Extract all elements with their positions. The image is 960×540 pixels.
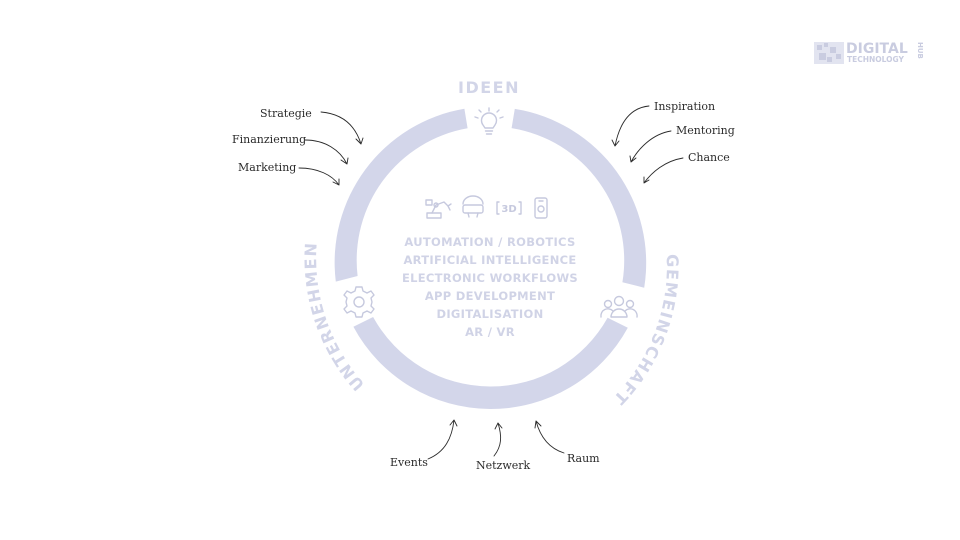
smartphone-icon [534,197,548,219]
annotation-inspiration: Inspiration [654,100,715,113]
3d-icon: 3D [496,201,522,215]
arrow-events [427,419,458,460]
topic-digitalisation: DIGITALISATION [436,307,543,321]
arrow-inspiration [611,105,650,147]
ring-segment-top-left [334,108,468,282]
annotation-netzwerk: Netzwerk [476,459,531,472]
annotation-chance: Chance [688,151,730,164]
arrow-mentoring [629,130,672,163]
annotation-marketing: Marketing [238,161,296,174]
arrow-netzwerk [493,422,503,457]
digital-technology-hub-logo: DIGITAL TECHNOLOGY HUB [814,41,924,64]
annotations-bottom: Events Netzwerk Raum [390,419,600,472]
lightbulb-icon [474,107,504,135]
annotations-left: Strategie Finanzierung Marketing [232,107,364,186]
vr-headset-icon [462,195,484,218]
svg-text:3D: 3D [501,204,516,215]
ring-segment-top-right [511,108,647,288]
gear-icon [343,286,375,318]
annotation-raum: Raum [567,452,600,465]
sector-label-ideen: IDEEN [458,78,520,97]
arrow-raum [534,420,565,454]
robot-arm-icon [425,199,452,219]
logo-word-technology: TECHNOLOGY [847,55,905,64]
annotation-strategie: Strategie [260,107,312,120]
ring [334,108,647,410]
topic-electronic-workflows: ELECTRONIC WORKFLOWS [402,271,578,285]
topic-ar-vr: AR / VR [465,325,515,339]
topic-automation-robotics: AUTOMATION / ROBOTICS [404,235,575,249]
topic-artificial-intelligence: ARTIFICIAL INTELLIGENCE [403,253,576,267]
annotations-right: Inspiration Mentoring Chance [611,100,735,184]
annotation-events: Events [390,456,428,469]
logo-word-hub: HUB [916,42,924,59]
arrow-chance [643,157,684,184]
ring-segment-bottom [353,317,628,410]
logo-word-digital: DIGITAL [846,41,908,57]
arrow-marketing [298,167,340,186]
arrow-finanzierung [304,139,349,165]
annotation-finanzierung: Finanzierung [232,133,306,146]
sector-label-unternehmen: UNTERNEHMEN [301,241,368,394]
arrow-strategie [320,111,364,145]
sector-label-unternehmen-path: UNTERNEHMEN [301,241,367,394]
logo-mark-icon [814,42,844,64]
center-topics: AUTOMATION / ROBOTICS ARTIFICIAL INTELLI… [402,235,578,339]
annotation-mentoring: Mentoring [676,124,735,137]
people-icon [600,295,638,318]
topic-app-development: APP DEVELOPMENT [425,289,555,303]
